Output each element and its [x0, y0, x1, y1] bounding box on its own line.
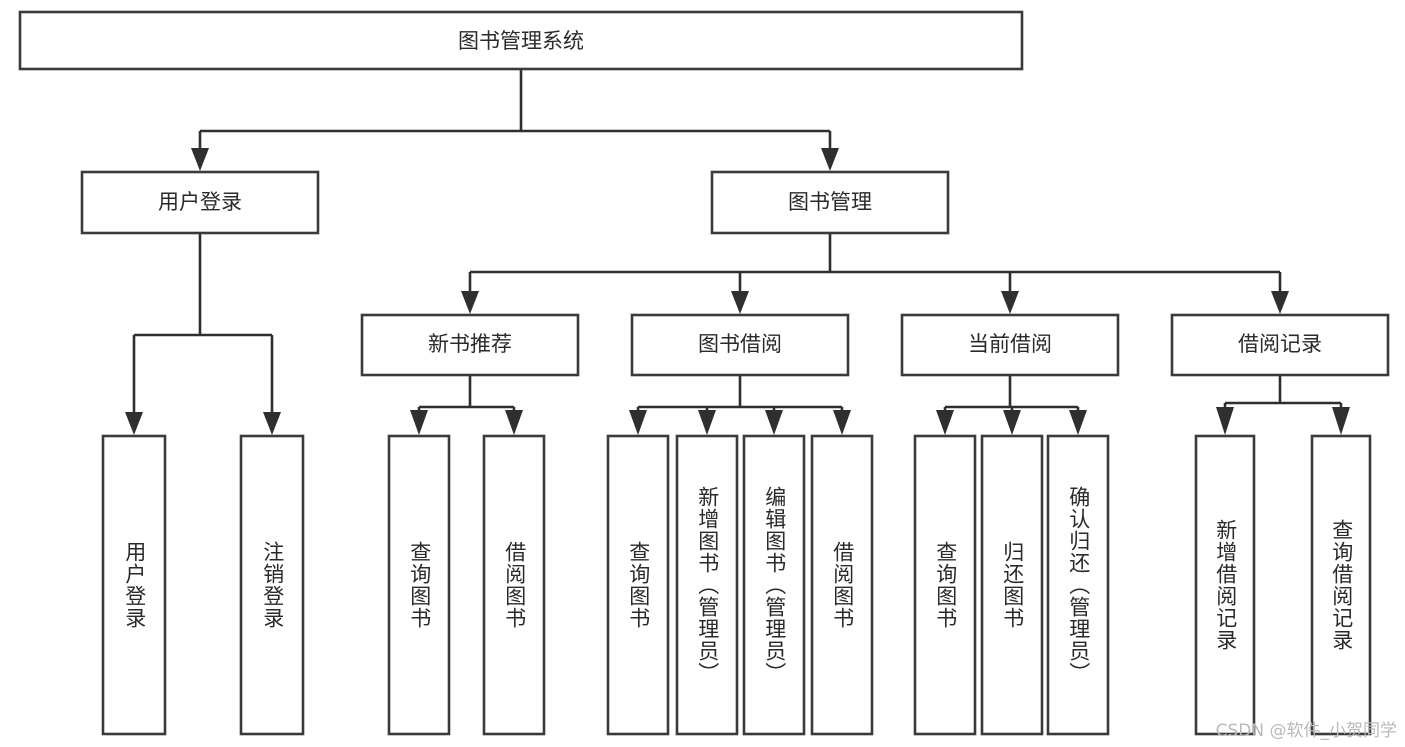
- arrowhead-leaf-borrow-book: [833, 410, 851, 435]
- node-leaf-confirm-return-box[interactable]: [1046, 434, 1110, 736]
- node-root-box[interactable]: [18, 10, 1024, 71]
- arrowhead-leaf-query-book-current: [936, 410, 954, 435]
- arrowhead-book-borrow: [731, 291, 749, 314]
- node-borrow-record[interactable]: 借阅记录: [1170, 313, 1390, 377]
- arrowhead-leaf-confirm-return: [1069, 410, 1087, 435]
- node-borrow-record-label: 借阅记录: [1238, 332, 1322, 356]
- node-new-book-rec-label: 新书推荐: [428, 332, 512, 356]
- node-leaf-query-book-current-box[interactable]: [913, 434, 977, 736]
- node-book-borrow-box[interactable]: [630, 313, 850, 377]
- arrowhead-book-manage: [821, 148, 839, 171]
- node-layer: 图书管理系统 用户登录 图书管理 新书推荐 图书借阅 当前: [18, 10, 1390, 736]
- node-current-borrow[interactable]: 当前借阅: [900, 313, 1120, 377]
- arrowhead-leaf-add-record: [1216, 407, 1234, 435]
- node-new-book-rec[interactable]: 新书推荐: [360, 313, 580, 377]
- arrowhead-leaf-add-book: [698, 410, 716, 435]
- arrowhead-leaf-query-book-rec: [410, 410, 428, 435]
- arrowhead-leaf-edit-book: [765, 410, 783, 435]
- node-book-manage-box[interactable]: [710, 170, 950, 235]
- node-current-borrow-box[interactable]: [900, 313, 1120, 377]
- node-leaf-borrow-book-box[interactable]: [810, 434, 874, 736]
- node-leaf-add-record-box[interactable]: [1194, 434, 1256, 736]
- arrowhead-leaf-return-book: [1003, 410, 1021, 435]
- node-current-borrow-label: 当前借阅: [968, 332, 1052, 356]
- connector-layer: [125, 69, 1350, 435]
- node-book-borrow[interactable]: 图书借阅: [630, 313, 850, 377]
- arrowhead-leaf-query-book-borrow: [629, 410, 647, 435]
- node-borrow-record-box[interactable]: [1170, 313, 1390, 377]
- node-new-book-rec-box[interactable]: [360, 313, 580, 377]
- node-root[interactable]: 图书管理系统: [18, 10, 1024, 71]
- node-book-manage-label: 图书管理: [788, 190, 872, 214]
- arrowhead-new-book-rec: [461, 291, 479, 314]
- node-user-login[interactable]: 用户登录: [80, 170, 320, 235]
- node-root-label: 图书管理系统: [458, 29, 584, 53]
- node-leaf-add-book-box[interactable]: [675, 434, 739, 736]
- arrowhead-leaf-user-login: [125, 412, 143, 435]
- node-leaf-edit-book-box[interactable]: [742, 434, 806, 736]
- arrowhead-user-login: [191, 148, 209, 171]
- node-leaf-query-book-rec-box[interactable]: [387, 434, 451, 736]
- node-book-borrow-label: 图书借阅: [698, 332, 782, 356]
- node-leaf-return-book-box[interactable]: [980, 434, 1044, 736]
- node-leaf-query-book-borrow-box[interactable]: [606, 434, 670, 736]
- node-book-manage[interactable]: 图书管理: [710, 170, 950, 235]
- arrowhead-leaf-user-logout: [263, 412, 281, 435]
- node-leaf-user-login-box[interactable]: [101, 434, 167, 736]
- arrowhead-borrow-record: [1271, 291, 1289, 314]
- node-leaf-user-logout-box[interactable]: [239, 434, 305, 736]
- node-leaf-query-record-box[interactable]: [1310, 434, 1372, 736]
- node-leaf-borrow-book-rec-box[interactable]: [482, 434, 546, 736]
- arrowhead-leaf-borrow-book-rec: [505, 410, 523, 435]
- arrowhead-leaf-query-record: [1332, 407, 1350, 435]
- node-user-login-box[interactable]: [80, 170, 320, 235]
- node-user-login-label: 用户登录: [158, 190, 242, 214]
- csdn-watermark: CSDN @软件_小贺同学: [1215, 721, 1397, 741]
- arrowhead-current-borrow: [1001, 291, 1019, 314]
